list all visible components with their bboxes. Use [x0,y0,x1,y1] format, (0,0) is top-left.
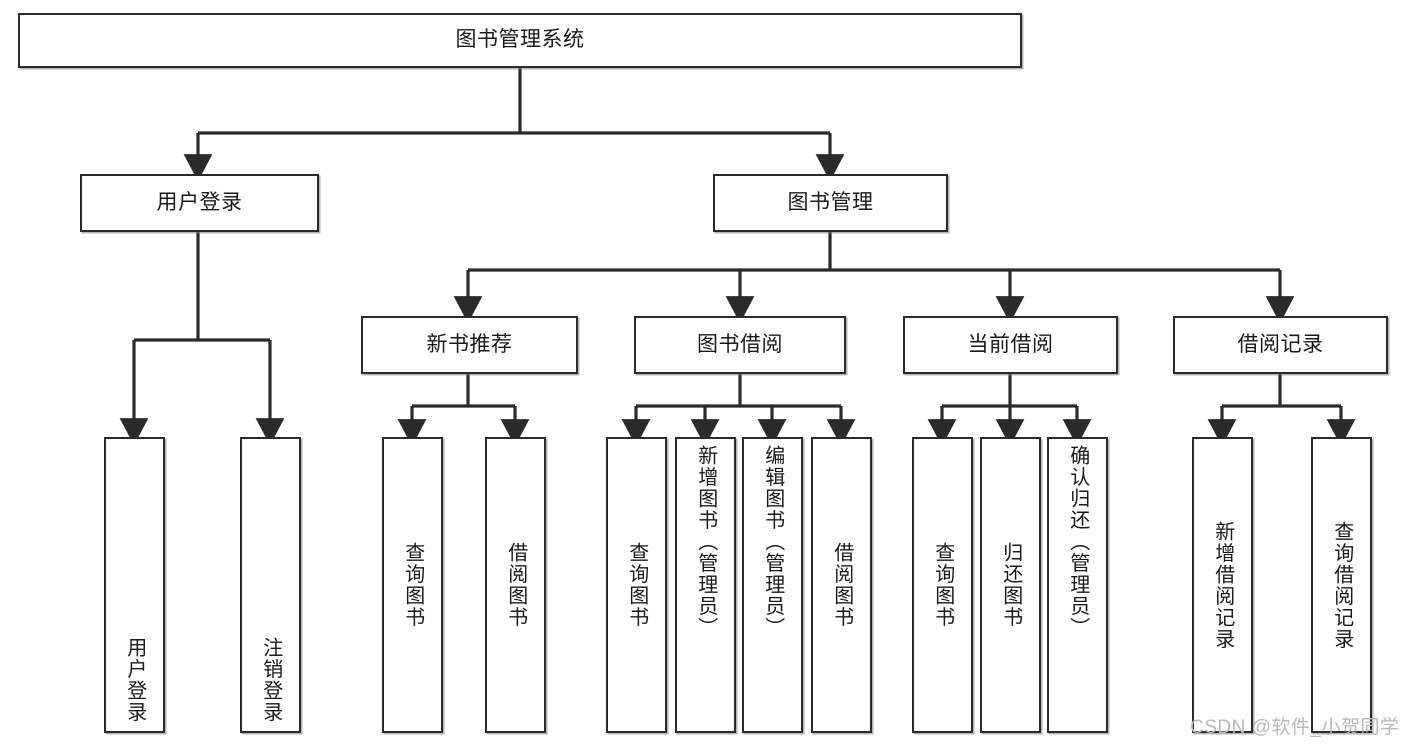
leaf-user-login-login[interactable]: 用户登录 [104,437,165,733]
leaf-record-add-record-label: 新增借阅记录 [1211,520,1234,650]
node-borrow-record-label: 借阅记录 [1237,332,1324,356]
leaf-borrow-borrow-book-label: 借阅图书 [830,542,853,628]
node-borrow-record[interactable]: 借阅记录 [1173,316,1388,374]
leaf-record-query-record-label: 查询借阅记录 [1330,520,1353,650]
node-book-borrow-label: 图书借阅 [697,332,783,356]
node-user-login-label: 用户登录 [156,190,243,214]
leaf-borrow-add-book-label: 新增图书（管理员） [694,445,717,639]
leaf-recommend-query-book[interactable]: 查询图书 [382,437,443,733]
leaf-borrow-edit-book-label: 编辑图书（管理员） [761,445,784,639]
leaf-current-query-book-label: 查询图书 [931,542,954,628]
leaf-recommend-borrow-book[interactable]: 借阅图书 [485,437,546,733]
leaf-current-query-book[interactable]: 查询图书 [912,437,973,733]
leaf-current-confirm-return[interactable]: 确认归还（管理员） [1047,437,1108,733]
node-current-borrow[interactable]: 当前借阅 [903,316,1118,374]
leaf-user-login-logout-label: 注销登录 [259,637,282,723]
leaf-recommend-query-book-label: 查询图书 [401,542,424,628]
node-book-management[interactable]: 图书管理 [713,174,948,232]
node-book-management-label: 图书管理 [787,190,874,214]
node-user-login[interactable]: 用户登录 [80,174,319,232]
node-new-book-recommend-label: 新书推荐 [426,332,513,356]
leaf-borrow-add-book[interactable]: 新增图书（管理员） [675,437,736,733]
leaf-current-return-book[interactable]: 归还图书 [980,437,1041,733]
leaf-user-login-login-label: 用户登录 [123,637,146,723]
node-new-book-recommend[interactable]: 新书推荐 [361,316,578,374]
leaf-borrow-borrow-book[interactable]: 借阅图书 [811,437,872,733]
node-root-label: 图书管理系统 [455,28,585,52]
leaf-user-login-logout[interactable]: 注销登录 [240,437,301,733]
leaf-recommend-borrow-book-label: 借阅图书 [504,542,527,628]
leaf-borrow-query-book-label: 查询图书 [625,542,648,628]
node-book-borrow[interactable]: 图书借阅 [634,316,846,374]
leaf-record-add-record[interactable]: 新增借阅记录 [1192,437,1253,733]
node-current-borrow-label: 当前借阅 [967,332,1054,356]
leaf-borrow-query-book[interactable]: 查询图书 [606,437,667,733]
leaf-record-query-record[interactable]: 查询借阅记录 [1311,437,1372,733]
csdn-watermark: CSDN @软件_小贺同学 [1190,717,1400,738]
leaf-current-return-book-label: 归还图书 [999,542,1022,628]
leaf-current-confirm-return-label: 确认归还（管理员） [1066,445,1089,639]
node-root[interactable]: 图书管理系统 [18,13,1022,68]
leaf-borrow-edit-book[interactable]: 编辑图书（管理员） [742,437,803,733]
